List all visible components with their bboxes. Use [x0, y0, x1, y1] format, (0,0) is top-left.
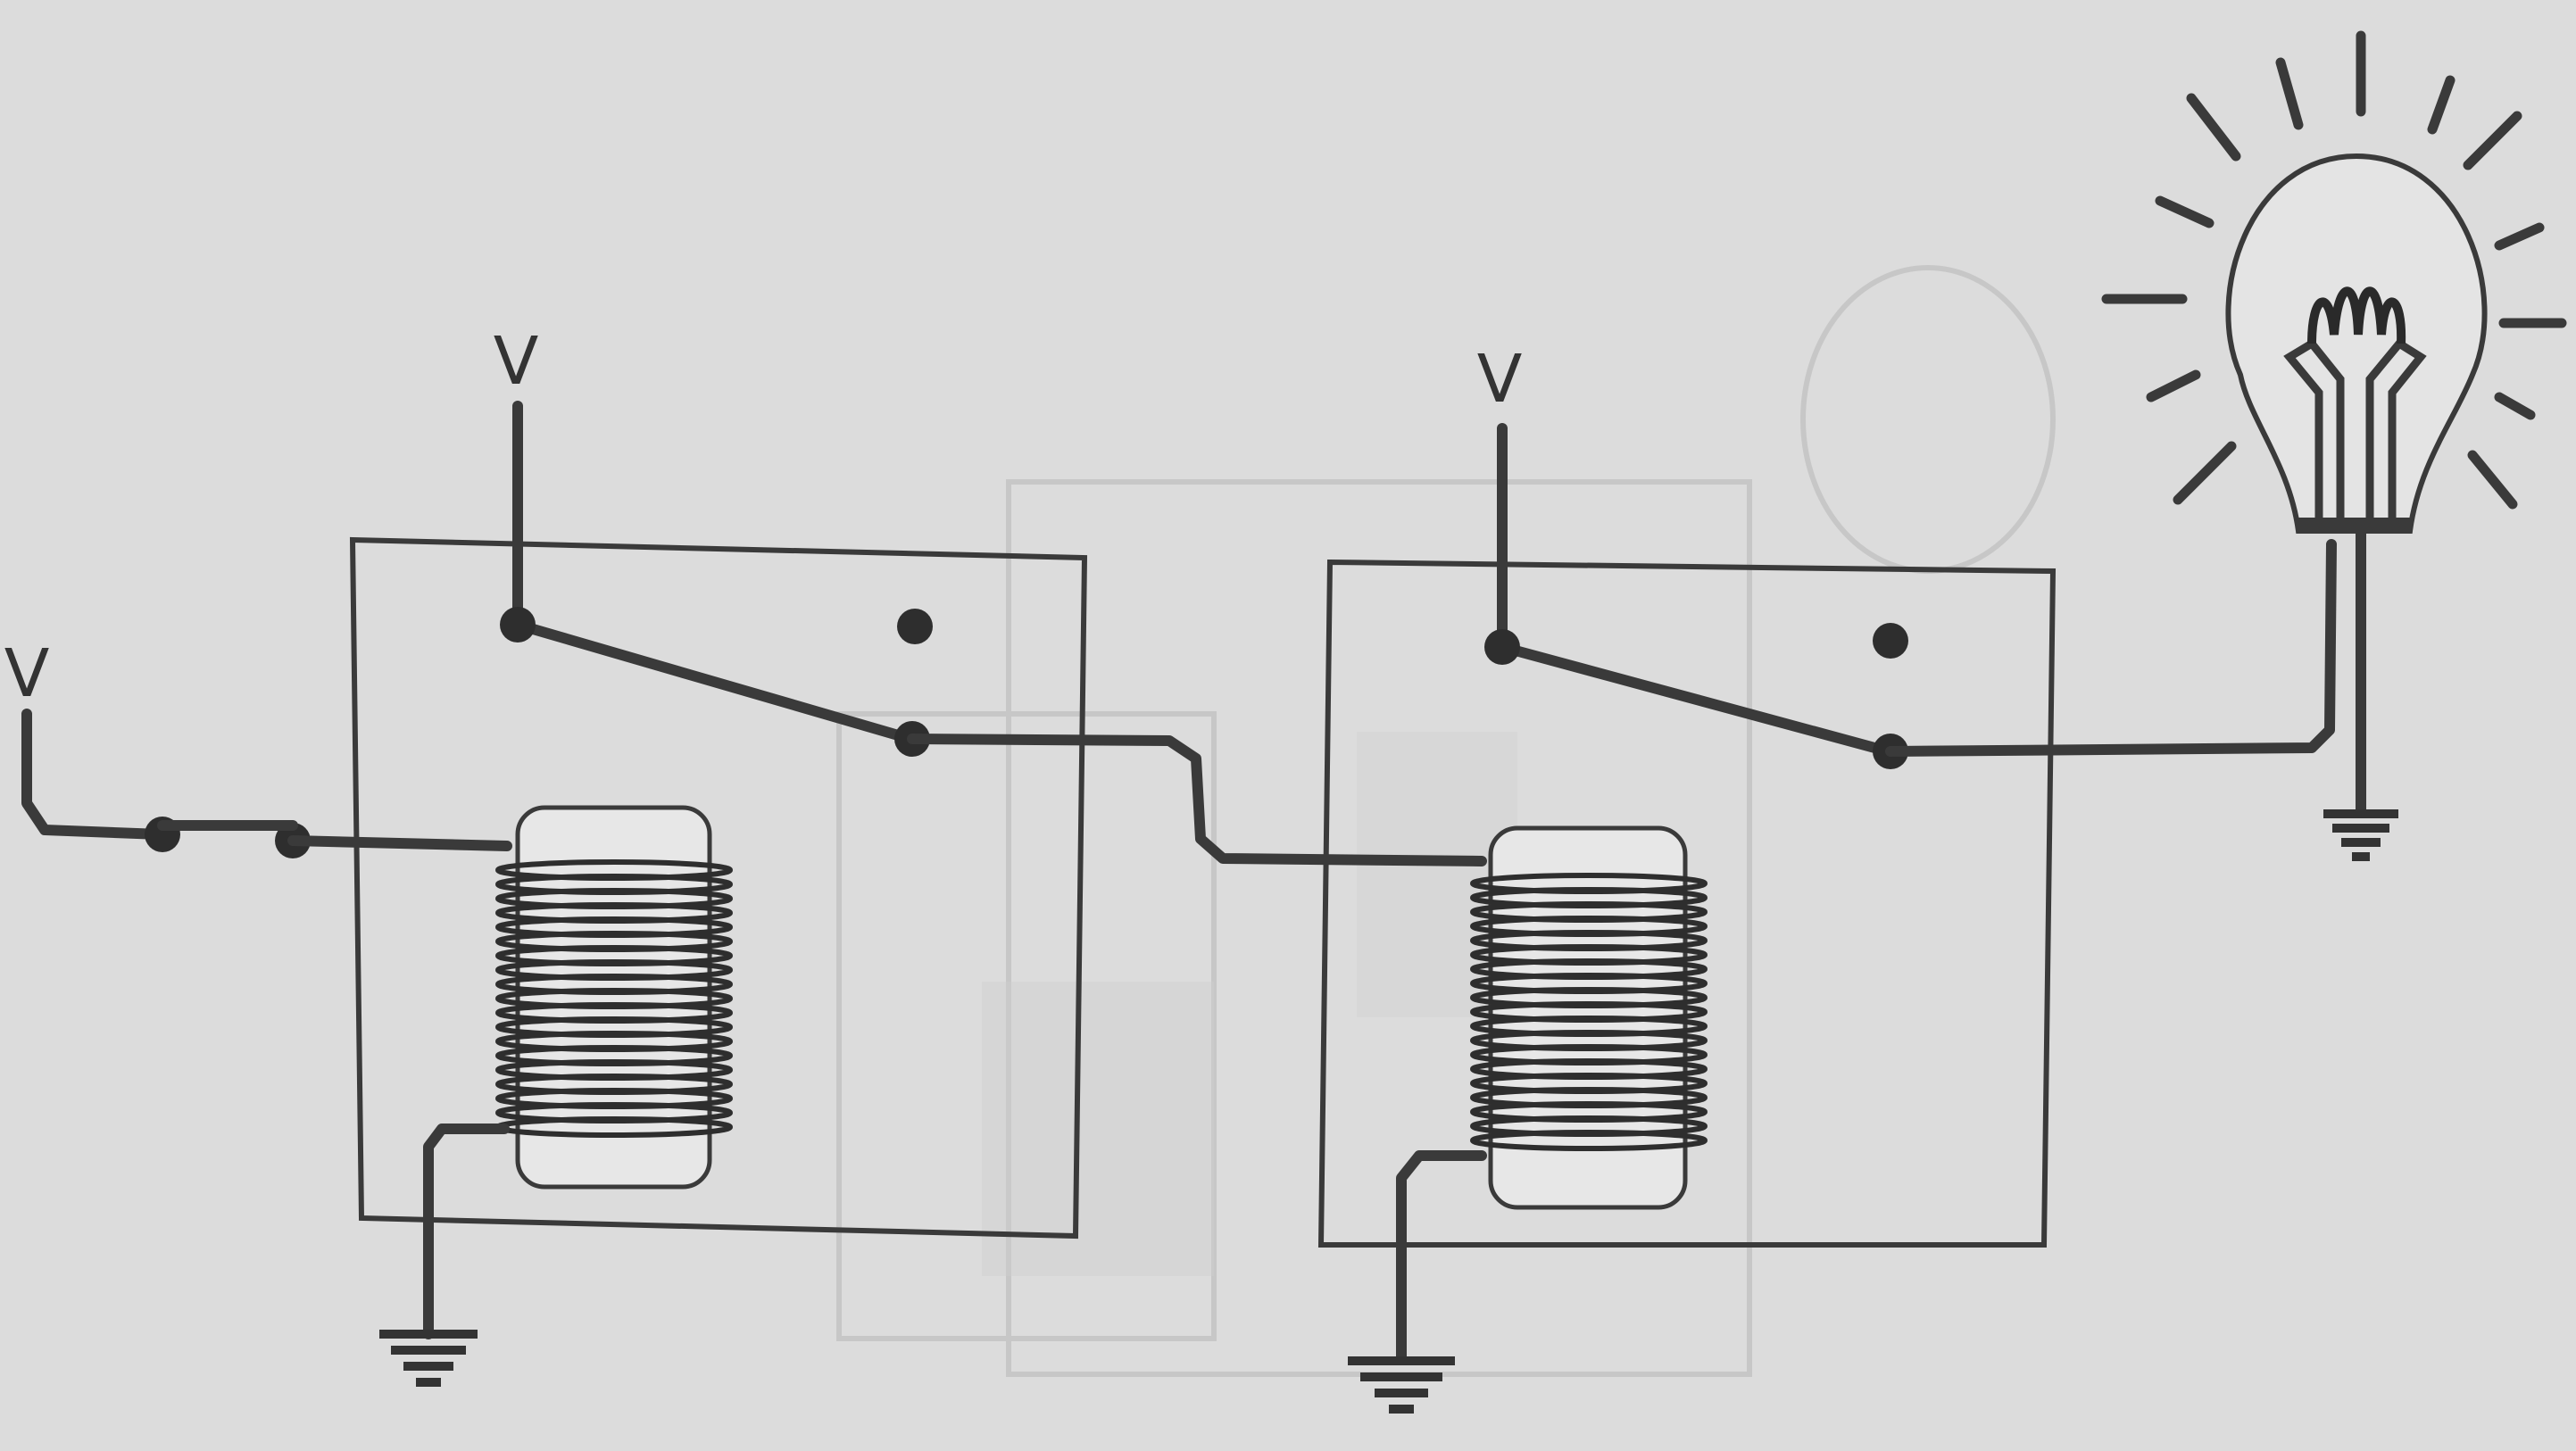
relay-2 [1317, 423, 2057, 1362]
relay-2-open-contact [1873, 623, 1908, 659]
relay-2-housing [1317, 559, 2057, 1248]
relay-2-ground-wire [1396, 1150, 1487, 1362]
relay-1-ground-wire [423, 1123, 510, 1339]
bleed-through-shadow [836, 265, 2056, 1377]
bulb-filament [2307, 286, 2406, 344]
relay-1-pivot [500, 607, 536, 643]
relay-1 [349, 401, 1088, 1339]
supply-label-relay-1: V [494, 323, 539, 400]
input-supply-wire [21, 709, 166, 840]
relay-1-switch-arm [512, 619, 916, 744]
relay-2-switch-arm [1497, 642, 1893, 757]
supply-label-relay-2: V [1477, 341, 1523, 418]
ground-icon [379, 1330, 478, 1387]
light-bulb-icon [2101, 30, 2567, 534]
ground-icon [2323, 809, 2398, 861]
input-to-coil-1-wire [287, 835, 512, 851]
relay-2-coil [1470, 825, 1708, 1210]
relay-2-output-wire [1885, 539, 2337, 757]
ground-icon [1348, 1356, 1455, 1414]
relay-1-open-contact [897, 609, 933, 644]
relay-1-output-wire [907, 734, 1487, 866]
relay-1-coil [495, 805, 733, 1190]
relay-2-pivot [1484, 629, 1520, 665]
relay-1-housing [349, 536, 1088, 1240]
bulb-light-rays [2101, 30, 2567, 510]
supply-label-input: V [4, 635, 50, 712]
coil-winding [1470, 1130, 1708, 1151]
